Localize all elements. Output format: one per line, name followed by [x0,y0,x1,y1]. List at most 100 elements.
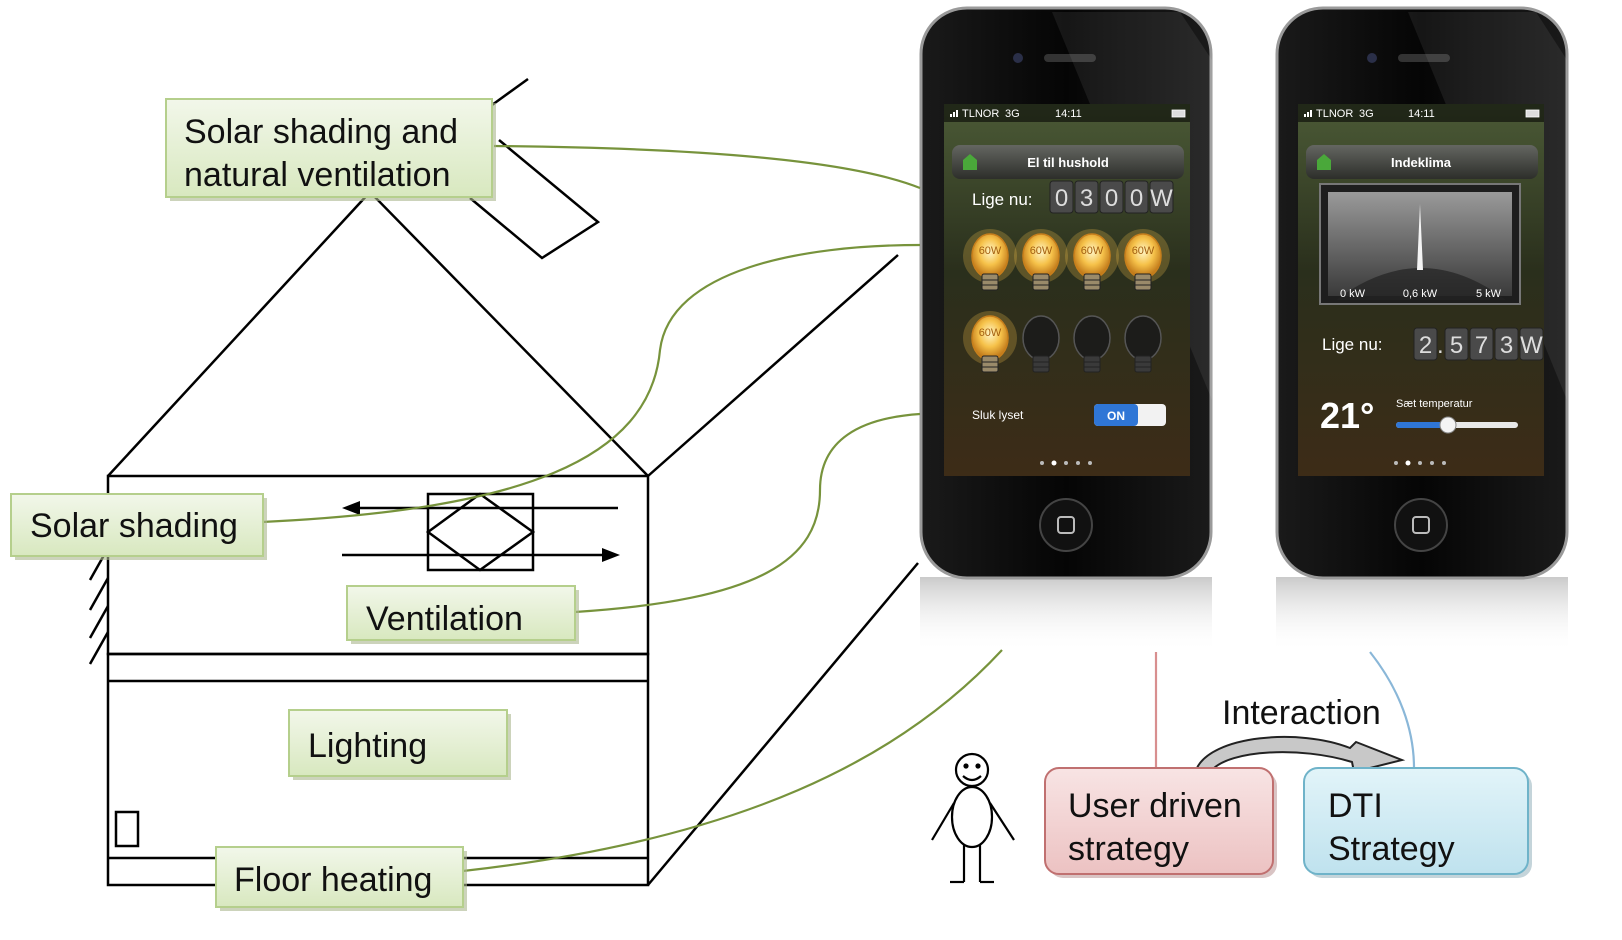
bulb-wattage-label: 60W [979,245,1002,257]
label-solar-shading-text: Solar shading [30,507,238,545]
radiator-box [114,810,140,848]
gauge-mid-label: 0,6 kW [1403,288,1438,300]
phone1-digit-cell [1099,180,1124,214]
connector-ventilation [574,412,921,614]
exhaust-arrow-head [342,501,360,515]
phone1-time: 14:11 [1055,108,1082,120]
dti-strategy-box: DTI Strategy [1303,767,1532,878]
phone1-digit-cell [1049,180,1074,214]
user-driven-strategy-box: User driven strategy [1044,767,1277,878]
label-lighting: Lighting [288,709,511,780]
roof-window [469,139,601,260]
home-square-icon [1412,516,1430,534]
battery-icon [1171,109,1186,118]
connector-floor-heating [462,649,1003,873]
signal-icon [1304,110,1312,117]
bulb-off-icon[interactable] [1022,315,1060,373]
phone2-network: 3G [1359,108,1374,120]
phone2-title: Indeklima [1391,155,1452,170]
bulb-on-icon[interactable]: 60W [963,229,1017,291]
bulb-off-icon[interactable] [1124,315,1162,373]
bulb-on-icon[interactable]: 60W [963,311,1017,373]
signal-icon [950,110,958,117]
phone2-temperature: 21° [1320,395,1374,436]
dti-strategy-line2: Strategy [1328,830,1455,868]
phone1-page-dots [1040,460,1092,466]
phone1-status-bar [944,104,1190,122]
bulb-off-icon[interactable] [1073,315,1111,373]
bulb-on-icon[interactable]: 60W [1014,229,1068,291]
phone2-now-label: Lige nu: [1322,335,1383,354]
perspective-line-roof [647,254,899,477]
phone2-digit: 2 [1419,332,1432,359]
phone1-digit-cell [1074,180,1099,214]
wall-hatch [88,547,110,665]
phone1-home-button[interactable] [1039,498,1093,552]
supply-arrow-head [602,548,620,562]
phone2-time: 14:11 [1408,108,1435,120]
user-strategy-line2: strategy [1068,830,1189,868]
heat-exchanger-diamond [425,492,536,572]
phone1-title: El til hushold [1027,155,1109,170]
phone1-now-label: Lige nu: [972,190,1033,209]
connector-dti-strategy [1369,651,1416,769]
bulb-wattage-label: 60W [979,327,1002,339]
bulb-on-icon[interactable]: 60W [1116,229,1170,291]
label-ventilation-text: Ventilation [366,600,523,638]
phone2-digit-cell [1469,327,1494,361]
bulb-wattage-label: 60W [1030,245,1053,257]
phone2-digit-cell [1494,327,1519,361]
phone1-digit: 0 [1105,185,1118,212]
phone1-camera [1013,53,1023,63]
connector-solar-natural [493,144,921,190]
label-floor-heating: Floor heating [215,846,467,911]
temperature-slider[interactable] [1396,416,1518,434]
phone1-digit: 3 [1080,185,1093,212]
phone2-digit: 5 [1450,332,1463,359]
interaction-arrow [1194,735,1406,774]
gauge-arc [1336,268,1506,300]
battery-icon [1525,109,1540,118]
phone-electricity: TLNOR 3G 14:11 El til hushold Lige nu: 0… [919,6,1213,652]
phone2-camera [1367,53,1377,63]
bulb-wattage-label: 60W [1081,245,1104,257]
phone2-digit: 7 [1475,332,1488,359]
user-strategy-line1: User driven [1068,787,1242,825]
label-lighting-text: Lighting [308,727,427,765]
phone1-digit: 0 [1130,185,1143,212]
phone1-header [952,145,1184,179]
heat-exchanger [426,492,535,572]
home-icon[interactable] [1317,154,1331,170]
phone1-carrier: TLNOR [962,108,999,120]
bulb-on-icon[interactable]: 60W [1065,229,1119,291]
phone2-temp-label: Sæt temperatur [1396,398,1473,410]
home-icon[interactable] [963,154,977,170]
phone2-speaker [1398,54,1450,62]
phone2-digit-cell [1444,327,1469,361]
phone2-digit-cell [1413,327,1438,361]
phone2-status-bar [1298,104,1544,122]
phone1-bulb-grid: 60W 60W 60W 60W 60W [963,229,1170,373]
gauge-max-label: 5 kW [1476,288,1502,300]
phone2-carrier: TLNOR [1316,108,1353,120]
roof-window-rod [491,77,529,107]
gauge-min-label: 0 kW [1340,288,1366,300]
label-solar-shading: Solar shading [10,493,267,560]
phone1-reflection [920,577,1212,652]
phone1-toggle[interactable]: ON [1094,404,1166,426]
phone2-home-button[interactable] [1394,498,1448,552]
person-icon [931,752,1015,884]
house-roof [107,190,649,477]
gauge-needle [1417,204,1423,270]
interaction-label: Interaction [1222,694,1381,732]
label-solar-natural-line1: Solar shading and [184,113,458,151]
phone1-digit: W [1150,185,1173,212]
svg-text:ON: ON [1107,409,1125,423]
connector-solar-shading [261,243,921,524]
slider-thumb[interactable] [1439,416,1457,434]
phone1-digit-cell [1124,180,1149,214]
label-solar-natural-line2: natural ventilation [184,156,451,194]
